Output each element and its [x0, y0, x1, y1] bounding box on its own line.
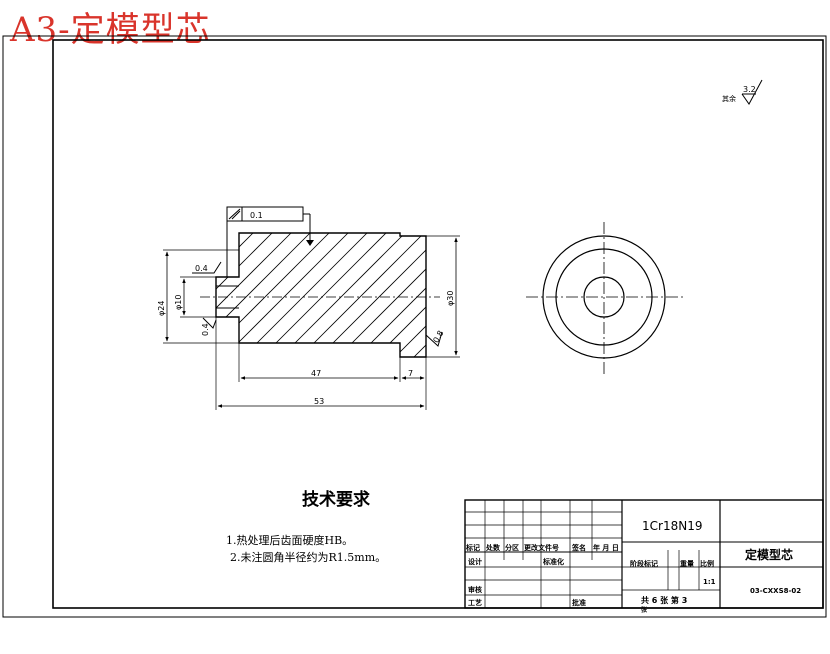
- surface-finish-label: 其余: [722, 94, 736, 103]
- hatch-line: [372, 233, 426, 357]
- hatch-line: [216, 233, 219, 357]
- tb-header-sign: 签名: [571, 543, 586, 552]
- tb-header-mark: 标记: [465, 543, 480, 552]
- hatch-line: [50, 230, 180, 360]
- title-block-text: 标记 处数 分区 更改文件号 签名 年 月 日 设计 标准化 审核 工艺 批准 …: [465, 519, 801, 614]
- tb-scale-label: 比例: [700, 559, 714, 568]
- surface-finish-symbol: 其余 3.2: [722, 79, 763, 105]
- tb-header-count: 处数: [485, 543, 501, 552]
- tb-approve: 批准: [572, 598, 586, 607]
- hatch-line: [449, 230, 579, 360]
- tb-header-zone: 分区: [505, 543, 519, 552]
- hatch-line: [258, 233, 390, 357]
- hatch-line: [220, 233, 352, 357]
- tech-item-1: 1.热处理后齿面硬度HB。: [226, 533, 353, 547]
- dimension-lines: φ24 φ10 φ30 47 7 53: [157, 235, 460, 410]
- outer-border: [2, 35, 827, 618]
- hatch-line: [296, 233, 426, 357]
- roughness-marks: 0.4 0.4 0.8: [192, 261, 446, 347]
- dim-length-47: 47: [311, 369, 321, 378]
- tb-header-change: 更改文件号: [524, 543, 559, 552]
- title-block: [464, 499, 824, 609]
- tb-standardize: 标准化: [542, 557, 564, 566]
- tb-weight: 重量: [680, 559, 694, 568]
- hatch-line: [315, 233, 426, 357]
- section-hatch: [50, 230, 579, 360]
- tb-part-name: 定模型芯: [745, 547, 793, 562]
- hatch-line: [353, 233, 426, 357]
- hatch-line: [391, 233, 426, 357]
- tb-sheets: 共 6 张 第 3: [641, 595, 687, 605]
- tolerance-frame: 0.1: [226, 206, 314, 277]
- dim-dia-right: φ30: [446, 291, 455, 306]
- hatch-line: [277, 233, 409, 357]
- tb-review: 审核: [468, 585, 482, 594]
- tb-design: 设计: [468, 557, 482, 566]
- hatch-line: [239, 233, 371, 357]
- tech-item-2: 2.未注圆角半径约为R1.5mm。: [230, 550, 386, 564]
- tolerance-value: 0.1: [250, 211, 263, 220]
- roughness-bottom: 0.4: [201, 323, 210, 336]
- tech-heading: 技术要求: [302, 489, 370, 510]
- tb-drawing-no: 03-CXXS8-02: [750, 587, 801, 595]
- hatch-line: [216, 233, 333, 357]
- hatch-line: [216, 233, 257, 357]
- hatch-line: [216, 233, 276, 357]
- dim-dia-inner: φ10: [174, 295, 183, 310]
- dim-length-53: 53: [314, 397, 324, 406]
- tb-sheets-suffix: 张: [641, 606, 648, 614]
- tb-stage-mark: 阶段标记: [630, 559, 658, 568]
- sheet-title: A3-定模型芯: [10, 10, 211, 50]
- hatch-line: [216, 233, 238, 357]
- hatch-line: [334, 233, 426, 357]
- tb-scale-value: 1:1: [703, 578, 716, 586]
- part-side-view: [526, 222, 684, 374]
- dim-dia-left: φ24: [157, 301, 166, 316]
- tb-header-date: 年 月 日: [593, 543, 619, 552]
- tb-material: 1Cr18N19: [642, 519, 702, 533]
- inner-frame: [52, 39, 824, 609]
- hatch-line: [216, 233, 314, 357]
- tb-process: 工艺: [468, 598, 482, 607]
- surface-finish-value: 3.2: [743, 85, 756, 94]
- roughness-top: 0.4: [195, 264, 208, 273]
- dim-length-7: 7: [408, 369, 413, 378]
- hatch-line: [216, 233, 295, 357]
- part-front-view: [50, 230, 579, 360]
- tech-requirements: 技术要求 1.热处理后齿面硬度HB。 2.未注圆角半径约为R1.5mm。: [226, 489, 386, 564]
